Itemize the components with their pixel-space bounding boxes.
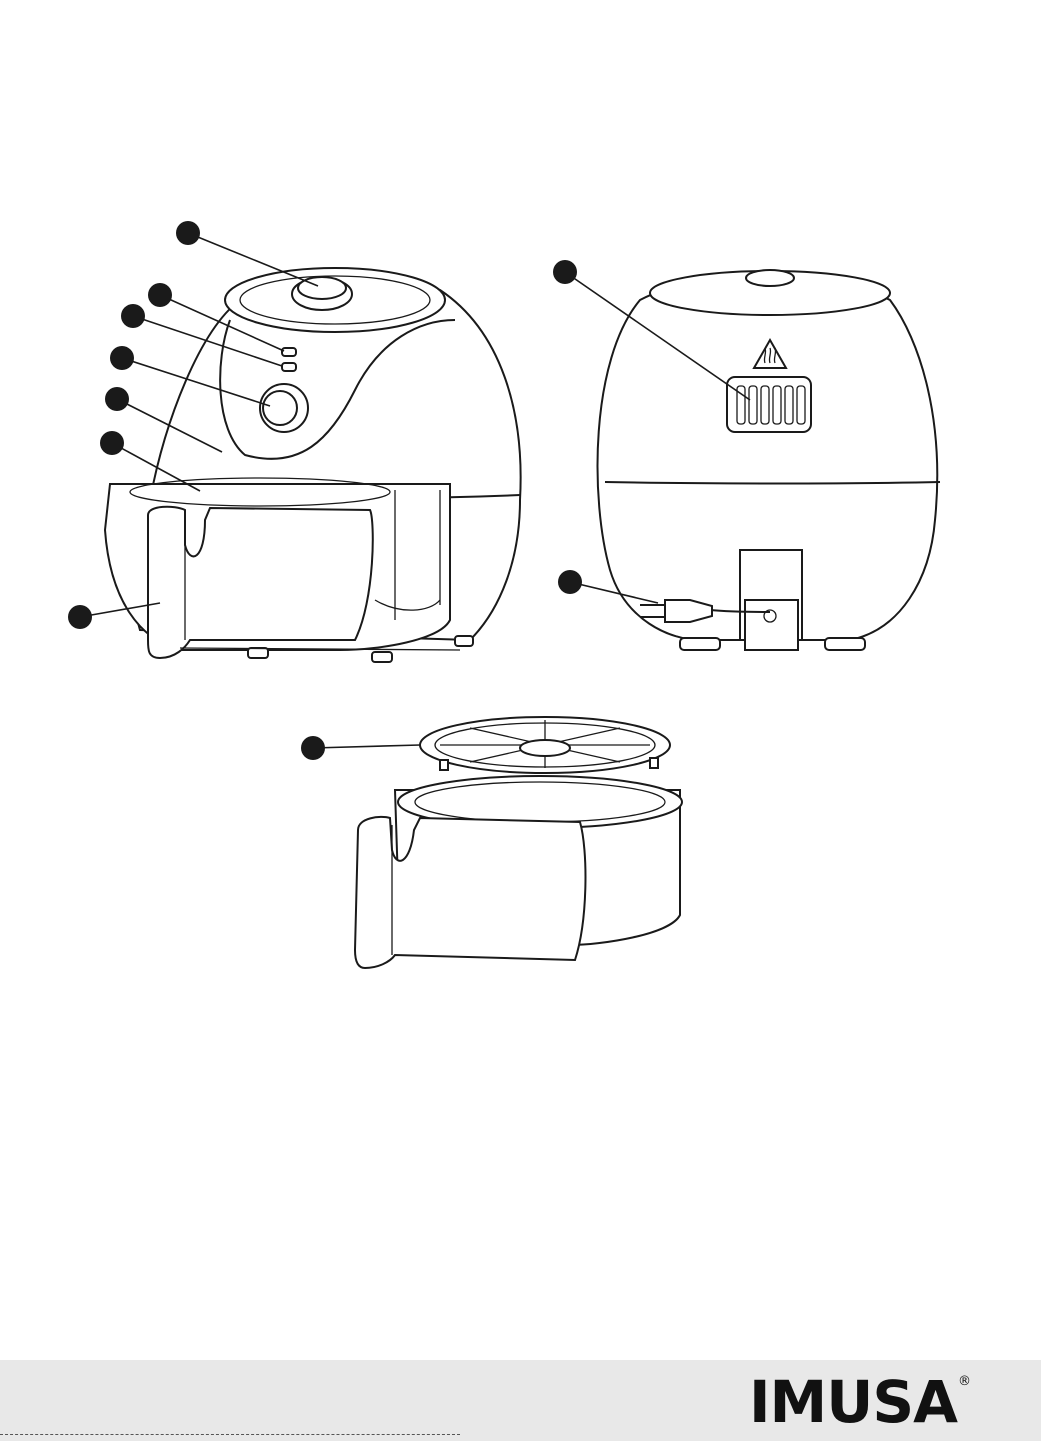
callout-marker-handle: [68, 605, 92, 629]
pan-and-crisper-plate: [355, 717, 682, 968]
footer-rule: [0, 1433, 460, 1435]
callout-marker-pan: [100, 431, 124, 455]
callout-marker-housing: [105, 387, 129, 411]
callout-marker-heat-light: [121, 304, 145, 328]
footer-bar: IMUSA ®: [0, 1360, 1041, 1441]
callout-marker-timer-knob: [110, 346, 134, 370]
callout-marker-power-light: [148, 283, 172, 307]
rear-view-air-fryer: [598, 270, 940, 650]
brand-logo: IMUSA: [749, 1368, 957, 1436]
callout-marker-crisper-plate: [301, 736, 325, 760]
callout-marker-power-cord: [558, 570, 582, 594]
callout-marker-knob-top: [176, 221, 200, 245]
registered-mark: ®: [958, 1374, 971, 1389]
callout-marker-air-outlet: [553, 260, 577, 284]
product-diagram: [0, 0, 1041, 1360]
